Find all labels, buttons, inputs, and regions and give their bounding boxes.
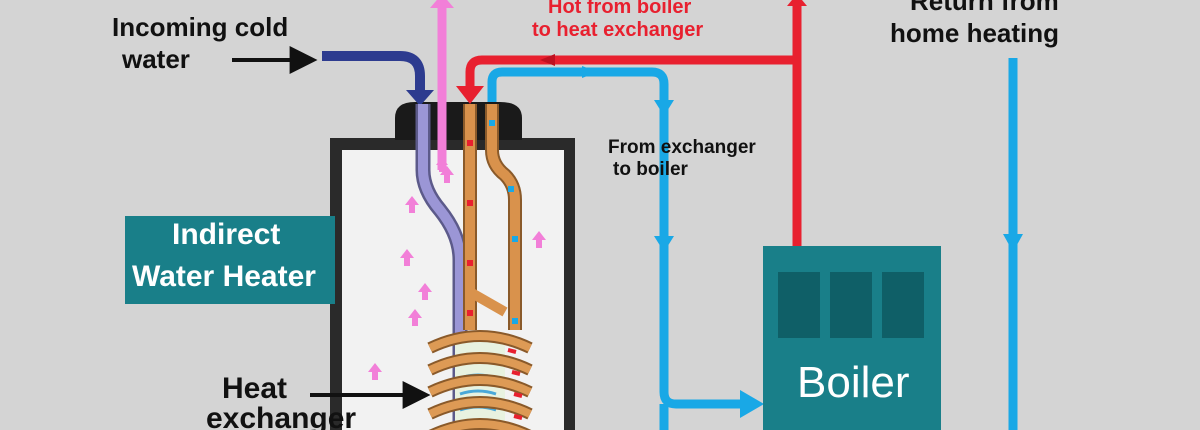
from-exchanger-label-line2: to boiler: [613, 159, 688, 180]
indirect-water-heater-label-box: [125, 216, 335, 304]
heat-exchanger-label-line2: exchanger: [206, 402, 357, 430]
hot-outlet-arrowhead: [430, 0, 454, 8]
return-from-home-label-line1: Return from: [910, 0, 1059, 16]
hot-outlet-inner-arrow: [436, 157, 448, 172]
hot-from-boiler-label-line1: Hot from boiler: [548, 0, 692, 18]
boiler-panel-2: [830, 272, 872, 338]
hot-supply-pipe: [465, 0, 802, 248]
hot-supply-arrowhead: [456, 86, 484, 104]
boiler-panel-3: [882, 272, 924, 338]
hot-from-boiler-label-line2: to heat exchanger: [532, 19, 704, 41]
hot-water-bubbles: [368, 166, 546, 380]
tank-cap: [395, 102, 522, 140]
incoming-cold-water-label-line1: Incoming cold: [112, 12, 289, 42]
cold-inlet-arrowhead: [406, 90, 434, 106]
return-arrows: [582, 66, 1023, 418]
incoming-cold-water-label-line2: water: [122, 44, 190, 74]
boiler-label: Boiler: [797, 358, 910, 407]
from-exchanger-label-line1: From exchanger: [608, 137, 756, 158]
hot-supply-top-arrow: [787, 0, 807, 6]
boiler-panel-1: [778, 272, 820, 338]
indirect-label-line2: Water Heater: [132, 260, 316, 293]
hot-direction-arrow: [540, 54, 555, 66]
indirect-label-line1: Indirect: [172, 218, 281, 251]
heat-exchanger-label-line1: Heat: [222, 372, 288, 405]
dip-tube-highlight: [418, 104, 465, 430]
return-from-home-label-line2: home heating: [890, 18, 1060, 48]
cold-inlet-pipe: [322, 51, 425, 96]
copper-tubes: [463, 104, 522, 330]
heat-exchanger-coil: [427, 330, 533, 430]
copper-tube-flow-marks: [467, 120, 518, 324]
